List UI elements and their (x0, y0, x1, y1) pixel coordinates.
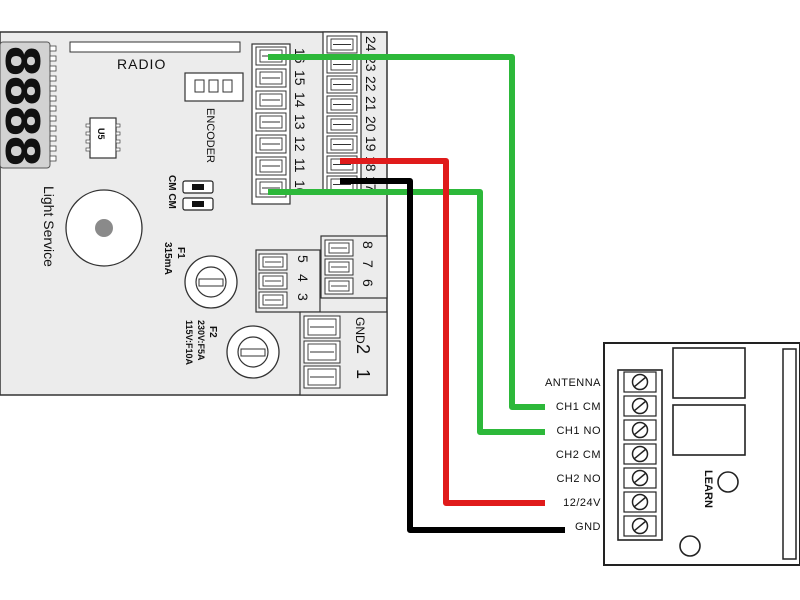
receiver-label-ch1-no: CH1 NO (556, 425, 601, 437)
terminal-14 (255, 90, 287, 110)
radio-slot (69, 41, 241, 53)
terminal-label-1: 1 (353, 369, 373, 379)
terminal-6 (324, 277, 354, 295)
fuse-f2 (226, 325, 280, 379)
terminal-20 (326, 115, 358, 134)
cm-jumper-label: CM CM (166, 175, 177, 209)
terminal-label-24: 24 (363, 36, 379, 52)
terminal-label-20: 20 (363, 116, 379, 132)
terminal-label-2: 2 (353, 344, 373, 354)
terminal-label-12: 12 (292, 136, 308, 152)
terminal-24 (326, 35, 358, 54)
terminal-label-21: 21 (363, 96, 379, 112)
receiver-terminal-12-24v (623, 491, 657, 513)
learn-label: LEARN (702, 470, 714, 508)
f1-rating: 315mA (162, 242, 173, 275)
receiver-label-ch2-cm: CH2 CM (556, 449, 601, 461)
receiver-terminal-ch2-cm (623, 443, 657, 465)
terminal-label-19: 19 (363, 136, 379, 152)
light-service-label: Light Service (41, 186, 57, 267)
seven-segment-display: 8888 (0, 41, 57, 169)
receiver-terminal-antenna (623, 371, 657, 393)
terminal-label-7: 7 (360, 260, 376, 268)
relay-2 (672, 404, 746, 456)
terminal-19 (326, 135, 358, 154)
display-digits: 8888 (0, 45, 49, 165)
u5-label: U5 (96, 128, 106, 140)
terminal-label-3: 3 (295, 293, 311, 301)
f2-rating-a: 230V:F5A (196, 320, 206, 361)
terminal-3 (258, 291, 288, 309)
terminal-label-13: 13 (292, 114, 308, 130)
receiver-label-12-24v: 12/24V (563, 497, 601, 509)
terminal-block-5-3: 5 4 3 (255, 249, 321, 313)
terminal-12 (255, 134, 287, 154)
wires (268, 54, 565, 533)
receiver-terminal-ch1-cm (623, 395, 657, 417)
terminal-15 (255, 68, 287, 88)
terminal-13 (255, 112, 287, 132)
terminal-22 (326, 75, 358, 94)
receiver-label-gnd: GND (575, 521, 601, 533)
f2-rating-b: 115V:F10A (184, 320, 194, 366)
receiver-label-ch1-cm: CH1 CM (556, 401, 601, 413)
terminal-5 (258, 253, 288, 271)
wire-green-ch1-no (268, 189, 545, 435)
wire-red-12-24v (340, 158, 545, 506)
terminal-8 (324, 239, 354, 257)
control-board: RADIO ENCODER 8888 (0, 31, 388, 396)
relay-1 (672, 347, 746, 399)
receiver-terminal-gnd (623, 515, 657, 537)
terminal-label-6: 6 (360, 279, 376, 287)
terminal-block-gnd-2-1: GND 2 1 (299, 311, 388, 396)
terminal-4 (258, 272, 288, 290)
wire-black-gnd (340, 178, 565, 533)
wire-green-ch1-cm (268, 54, 545, 410)
terminal-7 (324, 258, 354, 276)
encoder-label: ENCODER (204, 108, 216, 163)
f2-label: F2 (207, 326, 218, 338)
terminal-label-22: 22 (363, 76, 379, 92)
terminal-bottom-3 (303, 365, 341, 389)
receiver-terminal-ch1-no (623, 419, 657, 441)
terminal-label-14: 14 (292, 92, 308, 108)
cm-jumpers (182, 180, 214, 211)
f1-label: F1 (175, 247, 186, 259)
terminal-bottom-1 (303, 315, 341, 339)
terminal-label-11: 11 (292, 158, 308, 173)
terminal-11 (255, 156, 287, 176)
receiver-terminal-ch2-no (623, 467, 657, 489)
fuse-f1 (184, 255, 238, 309)
mounting-hole (679, 535, 701, 557)
radio-label: RADIO (117, 56, 166, 72)
terminal-label-8: 8 (360, 241, 376, 249)
receiver-label-ch2-no: CH2 NO (556, 473, 601, 485)
buzzer (65, 189, 143, 267)
terminal-label-4: 4 (295, 274, 311, 282)
receiver-side-strip (782, 348, 797, 560)
terminal-block-8-6: 8 7 6 (320, 235, 388, 299)
gnd-terminal-label: GND (353, 317, 367, 344)
terminal-bottom-2 (303, 340, 341, 364)
u5-chip: U5 (85, 117, 121, 159)
terminal-label-5: 5 (295, 255, 311, 263)
receiver-label-antenna: ANTENNA (545, 377, 601, 389)
receiver-module: LEARN ANTENNA CH1 CM CH1 NO CH2 CM CH2 NO 12/… (545, 342, 800, 566)
learn-button[interactable] (717, 471, 739, 493)
terminal-21 (326, 95, 358, 114)
terminal-label-15: 15 (292, 70, 308, 86)
